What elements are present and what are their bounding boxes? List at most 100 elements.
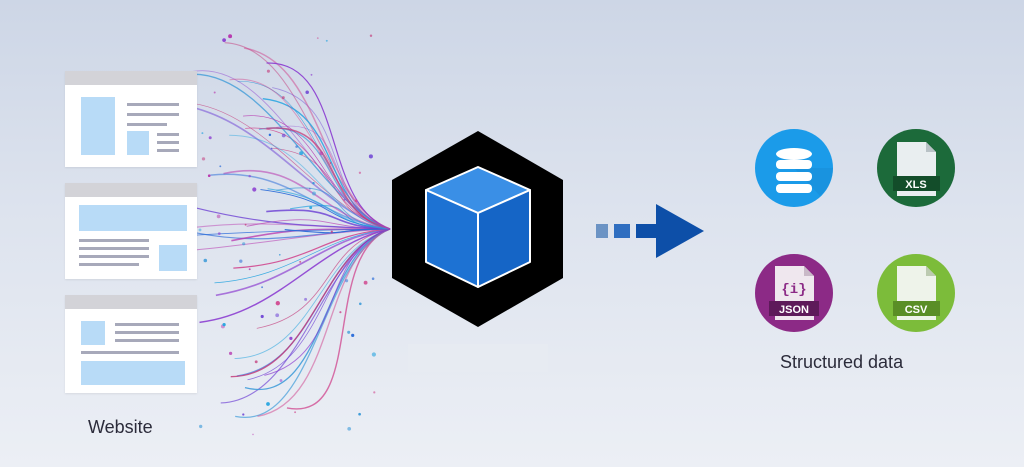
data-stream-line bbox=[199, 228, 391, 324]
data-stream-line bbox=[229, 134, 391, 230]
data-particle bbox=[309, 206, 313, 210]
text-line bbox=[81, 351, 179, 354]
text-line bbox=[157, 141, 179, 144]
data-stream-line bbox=[215, 228, 391, 297]
data-stream-line bbox=[187, 228, 391, 252]
shadow-plate bbox=[408, 344, 548, 372]
data-particle bbox=[330, 230, 333, 233]
data-particle bbox=[294, 411, 297, 414]
data-particle bbox=[199, 424, 203, 429]
data-particle bbox=[268, 133, 272, 137]
text-line bbox=[157, 149, 179, 152]
data-stream-line bbox=[257, 228, 391, 418]
text-line bbox=[79, 239, 149, 242]
data-particle bbox=[229, 351, 233, 355]
data-particle bbox=[347, 330, 351, 334]
data-stream-line bbox=[256, 228, 391, 329]
csv-file-icon: CSV bbox=[877, 254, 955, 332]
data-stream-line bbox=[266, 127, 391, 230]
data-particle bbox=[325, 39, 328, 42]
data-particle bbox=[319, 151, 324, 156]
text-line bbox=[127, 113, 179, 116]
data-particle bbox=[358, 412, 361, 416]
data-stream-line bbox=[266, 209, 391, 230]
data-particle bbox=[299, 151, 304, 156]
page-header-bar bbox=[65, 71, 197, 85]
data-particle bbox=[281, 96, 285, 100]
text-line bbox=[127, 103, 179, 106]
data-particle bbox=[266, 402, 270, 406]
data-particle bbox=[347, 426, 352, 431]
data-particle bbox=[368, 154, 373, 159]
text-line bbox=[79, 263, 139, 266]
page-header-bar bbox=[65, 295, 197, 309]
database-icon bbox=[755, 129, 833, 207]
data-particle bbox=[248, 268, 251, 271]
data-stream-line bbox=[276, 187, 391, 230]
banner-block bbox=[79, 205, 187, 231]
data-particle bbox=[308, 187, 311, 190]
data-particle bbox=[219, 165, 222, 168]
data-stream-line bbox=[266, 62, 391, 230]
csv-label: CSV bbox=[905, 304, 928, 316]
data-particle bbox=[339, 311, 342, 314]
data-particle bbox=[222, 322, 226, 327]
data-stream-line bbox=[234, 228, 391, 360]
data-particle bbox=[252, 187, 257, 192]
data-particle bbox=[248, 174, 251, 178]
data-particle bbox=[305, 90, 309, 95]
data-stream-line bbox=[188, 228, 391, 236]
data-particle bbox=[275, 313, 280, 318]
data-particle bbox=[228, 34, 233, 39]
json-label: JSON bbox=[779, 304, 809, 316]
data-particle bbox=[239, 259, 243, 263]
data-particle bbox=[203, 258, 208, 263]
data-particle bbox=[208, 136, 212, 140]
data-stream-line bbox=[233, 228, 391, 269]
arrow-right-icon bbox=[596, 204, 704, 258]
data-particle bbox=[207, 174, 211, 177]
data-particle bbox=[278, 253, 281, 256]
data-particle bbox=[329, 162, 332, 164]
data-particle bbox=[213, 91, 216, 94]
data-particle bbox=[354, 199, 358, 203]
data-particle bbox=[373, 391, 376, 394]
data-particle bbox=[252, 433, 254, 436]
data-particle bbox=[304, 297, 308, 301]
json-file-icon: {i} JSON bbox=[755, 254, 833, 332]
data-particle bbox=[371, 352, 376, 357]
data-particle bbox=[242, 413, 245, 416]
data-particle bbox=[310, 73, 313, 76]
text-line bbox=[157, 133, 179, 136]
data-particle bbox=[299, 260, 302, 263]
data-stream-line bbox=[193, 206, 391, 230]
data-particle bbox=[201, 132, 204, 135]
cube-icon bbox=[425, 166, 531, 288]
text-line bbox=[127, 123, 167, 126]
text-line bbox=[115, 331, 179, 334]
data-particle bbox=[270, 147, 273, 150]
website-page-1 bbox=[65, 71, 197, 167]
data-particle bbox=[244, 223, 247, 226]
data-particle bbox=[201, 157, 206, 161]
data-stream-line bbox=[192, 70, 391, 230]
text-line bbox=[79, 247, 149, 250]
data-particle bbox=[351, 333, 355, 337]
data-particle bbox=[343, 198, 346, 201]
json-glyph: {i} bbox=[781, 282, 806, 298]
page-header-bar bbox=[65, 183, 197, 197]
data-stream-line bbox=[267, 188, 391, 230]
website-label: Website bbox=[88, 417, 153, 437]
data-particle bbox=[217, 232, 221, 235]
data-particle bbox=[363, 280, 368, 285]
data-stream-line bbox=[286, 228, 391, 410]
banner-block bbox=[81, 361, 185, 385]
data-particle bbox=[254, 360, 258, 364]
data-particle bbox=[216, 214, 221, 219]
data-stream-line bbox=[262, 98, 391, 230]
data-particle bbox=[312, 191, 316, 196]
data-particle bbox=[295, 145, 298, 148]
